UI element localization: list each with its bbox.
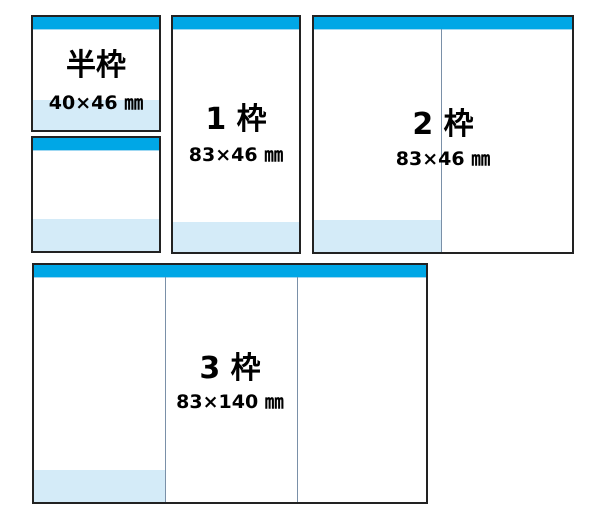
column-divider [297, 277, 298, 502]
frame-title: 半枠 [66, 48, 126, 83]
header-bar [173, 17, 299, 30]
header-bar [33, 17, 159, 30]
one-frame: 1 枠 83×46 ㎜ [171, 15, 301, 254]
frame-title: 3 枠 [199, 351, 261, 386]
header-bar [33, 138, 159, 151]
light-band [33, 100, 159, 130]
light-band [173, 222, 299, 252]
two-frame: 2 枠 83×46 ㎜ [312, 15, 574, 254]
column-divider [441, 29, 442, 252]
light-band [314, 220, 441, 252]
header-bar [314, 17, 572, 30]
three-frame: 3 枠 83×140 ㎜ [32, 263, 428, 504]
frame-size: 83×140 ㎜ [176, 391, 284, 413]
column-divider [165, 277, 166, 502]
frame-size: 83×46 ㎜ [395, 148, 491, 170]
header-bar [34, 265, 426, 278]
light-band [34, 470, 165, 502]
half-frame-bottom [31, 136, 161, 253]
frame-title: 1 枠 [205, 102, 267, 137]
light-band [33, 219, 159, 251]
frame-size: 83×46 ㎜ [188, 144, 284, 166]
half-frame-top: 半枠 40×46 ㎜ [31, 15, 161, 132]
frame-title: 2 枠 [412, 107, 474, 142]
frame-size: 40×46 ㎜ [48, 92, 144, 114]
